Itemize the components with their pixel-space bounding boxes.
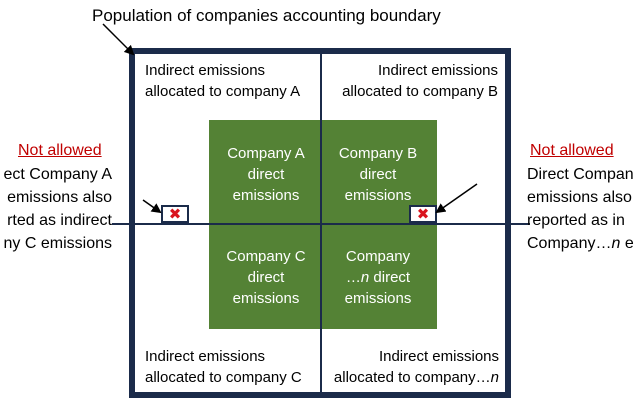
title-arrow	[102, 23, 135, 56]
company-b-label: Company B direct emissions	[338, 145, 418, 204]
company-n-label: Company …n direct emissions	[344, 248, 412, 307]
right-not-allowed-marker: ✖	[409, 205, 437, 223]
left-note-text: ect Company A emissions also rted as ind…	[3, 166, 113, 252]
company-c-label: Company C direct emissions	[226, 248, 306, 307]
red-x-icon: ✖	[168, 205, 182, 223]
company-a-label: Company A direct emissions	[227, 145, 305, 204]
right-note-text: Direct Compan emissions also reported as…	[527, 166, 634, 252]
left-not-allowed-marker: ✖	[161, 205, 189, 223]
diagram-title: Population of companies accounting bound…	[92, 6, 441, 25]
quadrant-bottom-right-label: Indirect emissions allocated to company……	[333, 348, 499, 386]
right-note-arrow	[435, 183, 478, 214]
quadrant-top-right-label: Indirect emissions allocated to company …	[342, 62, 498, 100]
quadrant-top-left-label: Indirect emissions allocated to company …	[145, 62, 301, 100]
horizontal-divider	[135, 223, 505, 225]
quadrant-bottom-left-label: Indirect emissions allocated to company …	[145, 348, 302, 386]
left-note-arrow	[142, 199, 162, 214]
left-not-allowed-heading: Not allowed	[18, 142, 102, 159]
left-extension-line	[112, 223, 132, 225]
right-not-allowed-heading: Not allowed	[530, 142, 614, 159]
right-extension-line	[508, 223, 530, 225]
red-x-icon: ✖	[416, 205, 430, 223]
